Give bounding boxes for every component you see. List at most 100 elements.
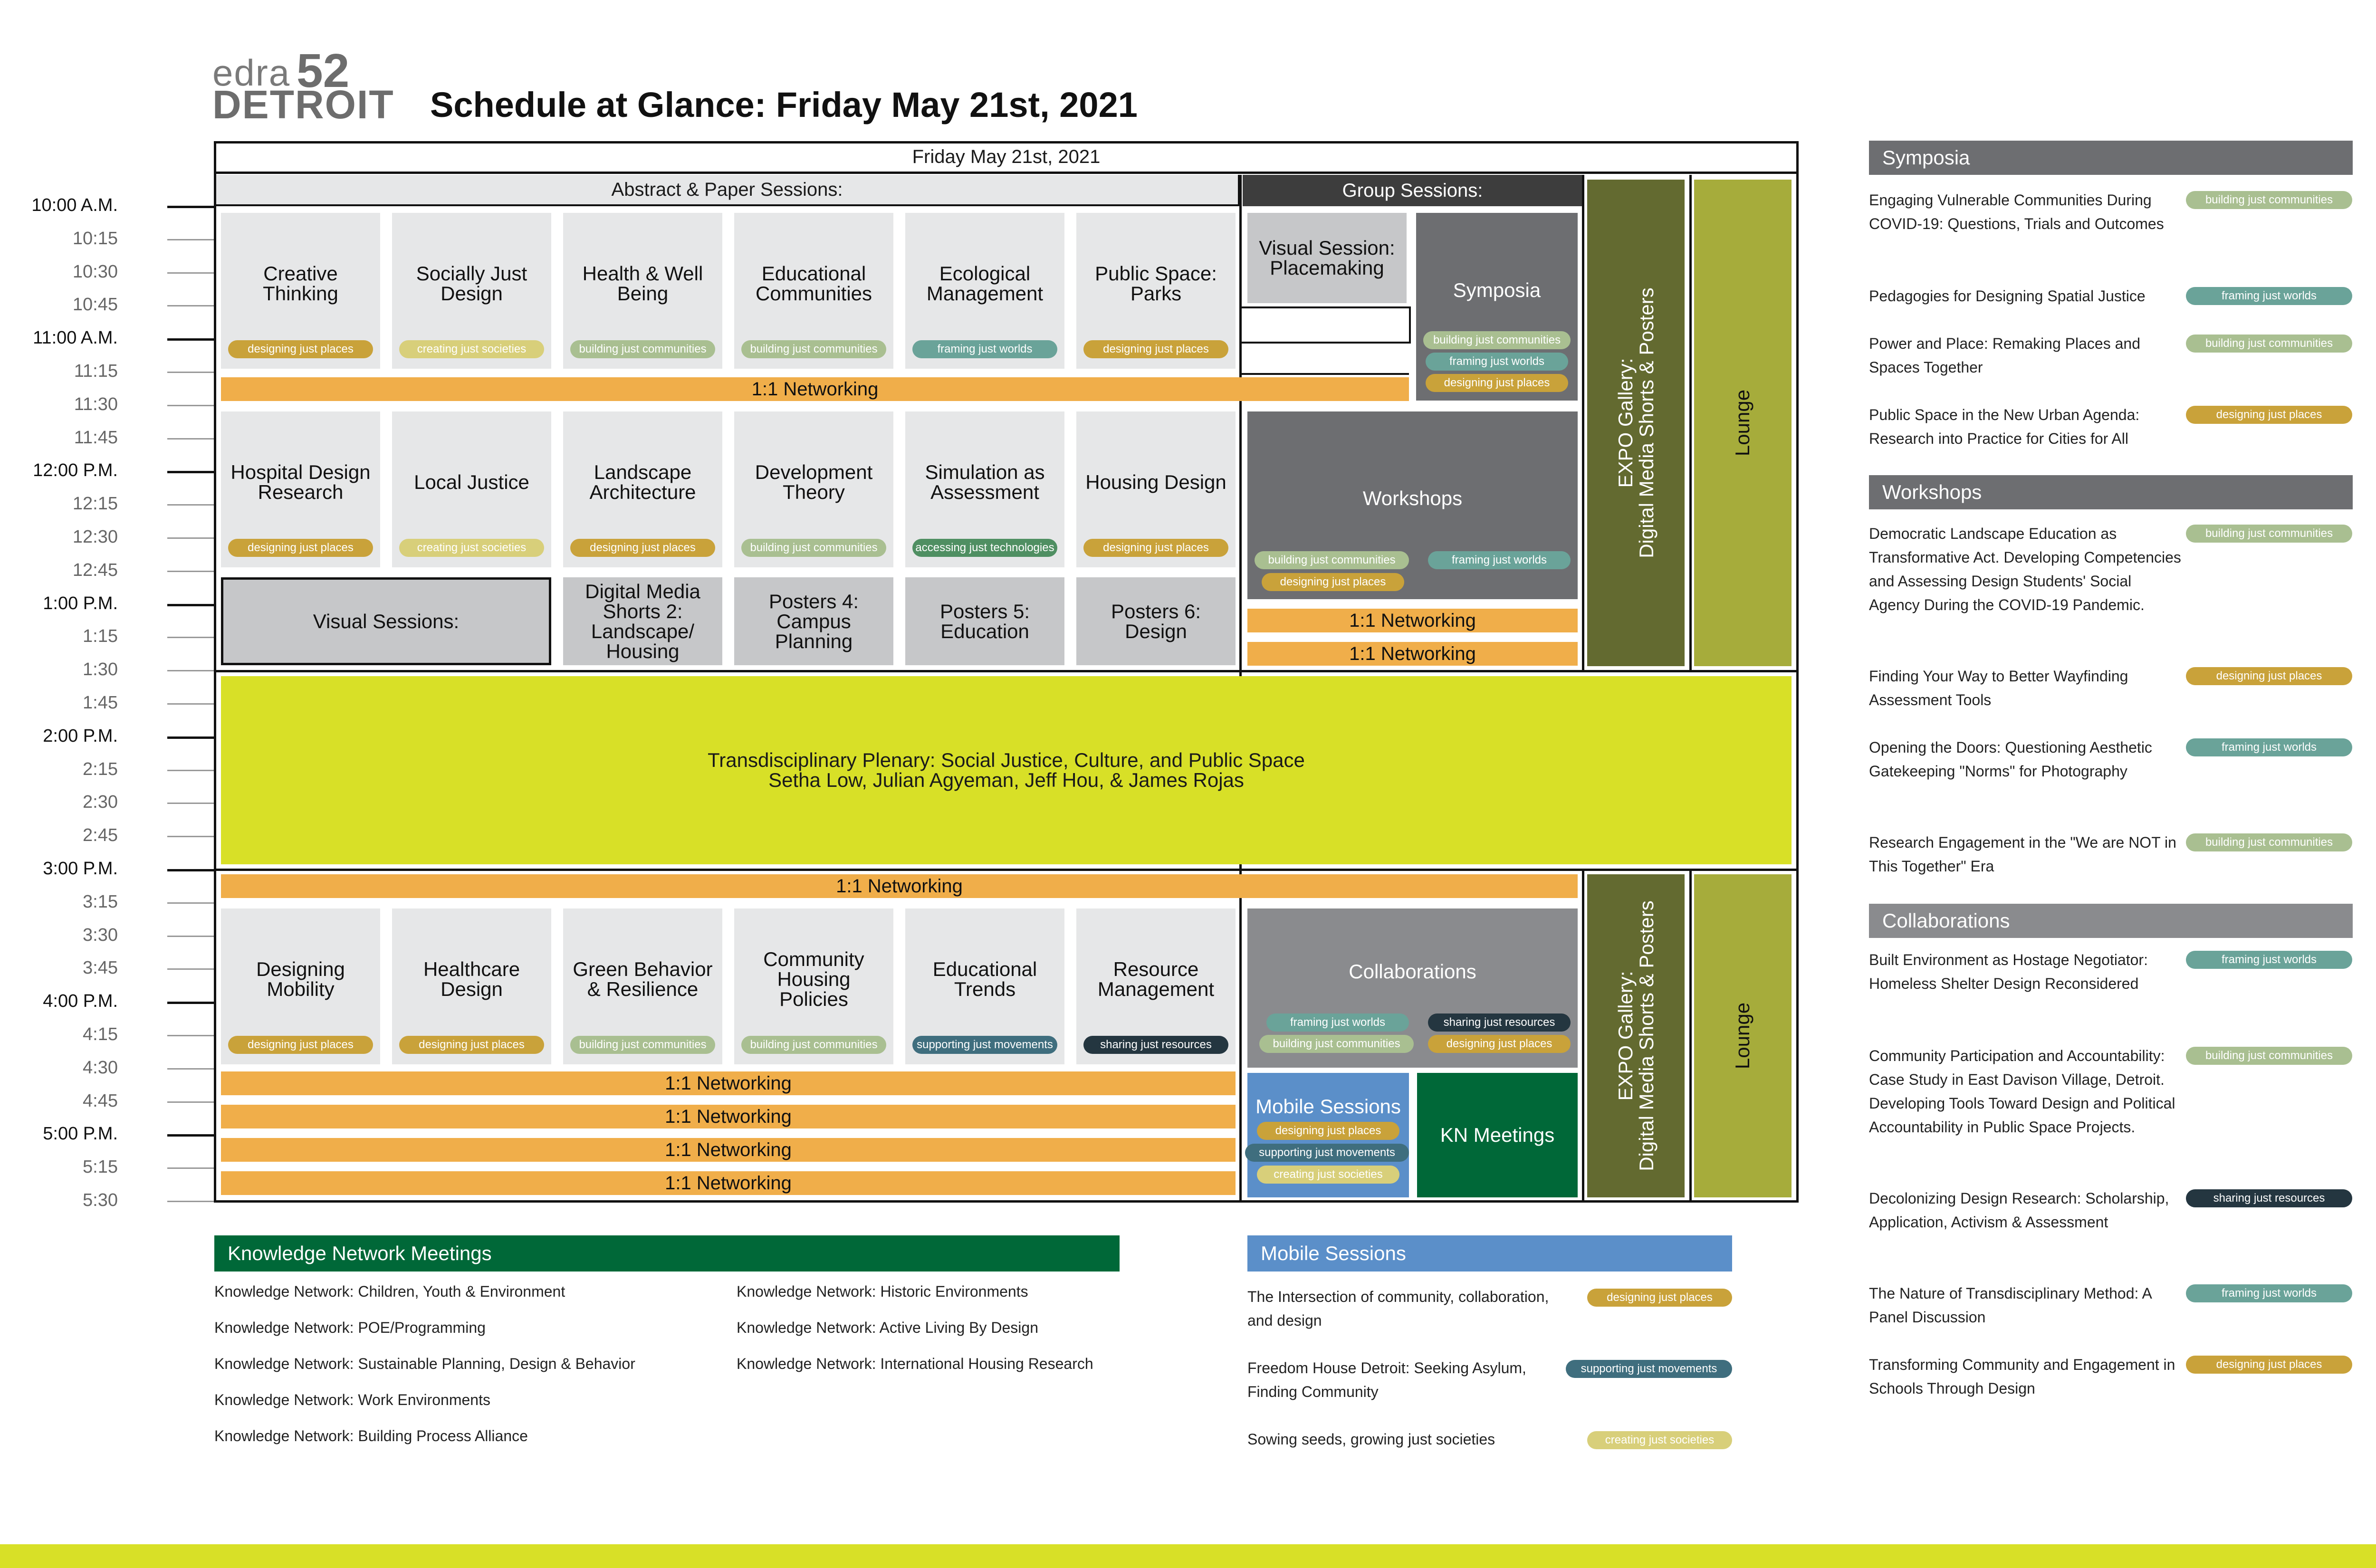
time-tick <box>167 1035 214 1036</box>
mobile-session-text[interactable]: The Intersection of community, collabora… <box>1247 1288 1549 1329</box>
sidebar-item-tag: building just communities <box>2186 335 2352 353</box>
time-label: 11:15 <box>74 361 118 381</box>
workshops-box[interactable]: Workshops <box>1247 411 1578 599</box>
expo-gallery[interactable]: EXPO Gallery:Digital Media Shorts & Post… <box>1587 180 1685 666</box>
networking-bar[interactable]: 1:1 Networking <box>221 874 1578 898</box>
networking-bar[interactable]: 1:1 Networking <box>221 1071 1236 1095</box>
time-label: 2:30 <box>83 792 118 813</box>
kn-meetings-box[interactable]: KN Meetings <box>1417 1073 1578 1197</box>
sidebar-item-text[interactable]: Opening the Doors: Questioning Aesthetic… <box>1869 739 2152 780</box>
time-label: 3:00 P.M. <box>43 859 118 879</box>
logo-number: 52 <box>297 44 350 97</box>
symposia-box[interactable]: Symposia <box>1416 213 1578 401</box>
collaborations-header: Collaborations <box>1869 904 2353 938</box>
networking-bar[interactable]: 1:1 Networking <box>1247 642 1578 666</box>
session-title: Local Justice <box>414 471 529 493</box>
kn-item[interactable]: Knowledge Network: International Housing… <box>737 1355 1093 1372</box>
poster-session[interactable]: Digital Media Shorts 2: Landscape/ Housi… <box>563 577 722 665</box>
kn-item[interactable]: Knowledge Network: Active Living By Desi… <box>737 1319 1038 1336</box>
sidebar-item-text[interactable]: Pedagogies for Designing Spatial Justice <box>1869 287 2146 305</box>
time-label: 11:00 A.M. <box>33 328 118 348</box>
time-label: 12:15 <box>72 494 118 514</box>
mobile-session-tag: designing just places <box>1587 1289 1732 1307</box>
workshops-header: Workshops <box>1869 475 2353 509</box>
sidebar-item-tag: building just communities <box>2186 191 2352 209</box>
session-tag: accessing just technologies <box>912 539 1057 557</box>
column-divider <box>1689 175 1692 671</box>
kn-item[interactable]: Knowledge Network: Children, Youth & Env… <box>214 1283 565 1300</box>
sidebar-item-text[interactable]: Research Engagement in the "We are NOT i… <box>1869 834 2176 875</box>
sidebar-item-text[interactable]: Built Environment as Hostage Negotiator:… <box>1869 951 2148 992</box>
sidebar-item-text[interactable]: Decolonizing Design Research: Scholarshi… <box>1869 1190 2169 1231</box>
sidebar-item-text[interactable]: Community Participation and Accountabili… <box>1869 1047 2175 1136</box>
sidebar-item-text[interactable]: Democratic Landscape Education as Transf… <box>1869 525 2181 613</box>
session-title: Healthcare Design <box>423 958 520 1000</box>
kn-item[interactable]: Knowledge Network: POE/Programming <box>214 1319 486 1336</box>
time-label: 5:00 P.M. <box>43 1124 118 1144</box>
poster-session[interactable]: Posters 4: Campus Planning <box>734 577 893 665</box>
group-sessions-header: Group Sessions: <box>1243 175 1582 206</box>
block-divider <box>216 869 1796 871</box>
networking-bar[interactable]: 1:1 Networking <box>221 1171 1236 1195</box>
poster-session[interactable]: Posters 5: Education <box>905 577 1064 665</box>
expo-gallery[interactable]: EXPO Gallery:Digital Media Shorts & Post… <box>1587 874 1685 1197</box>
session-title: Development Theory <box>755 461 873 503</box>
kn-item[interactable]: Knowledge Network: Work Environments <box>214 1391 490 1408</box>
session-tag: designing just places <box>1083 340 1228 358</box>
lounge[interactable]: Lounge <box>1694 180 1792 666</box>
networking-bar[interactable]: 1:1 Networking <box>221 377 1409 401</box>
session-title: Resource Management <box>1097 958 1215 1000</box>
time-label: 10:15 <box>72 228 118 249</box>
tag-building: building just communities <box>1423 331 1571 349</box>
time-label: 11:45 <box>74 427 118 448</box>
mobile-session-text[interactable]: Sowing seeds, growing just societies <box>1247 1431 1495 1448</box>
time-tick <box>167 736 214 739</box>
plenary-session[interactable]: Transdisciplinary Plenary: Social Justic… <box>221 676 1792 864</box>
column-divider <box>1689 870 1692 1202</box>
lounge[interactable]: Lounge <box>1694 874 1792 1197</box>
time-label: 11:30 <box>74 394 118 414</box>
networking-bar[interactable]: 1:1 Networking <box>1247 609 1578 632</box>
visual-sessions[interactable]: Visual Sessions: <box>221 577 551 665</box>
session-title: Digital Media Shorts 2: Landscape/ Housi… <box>585 580 700 662</box>
session-title: Designing Mobility <box>256 958 345 1000</box>
visual-session-placemaking[interactable]: Visual Session: Placemaking <box>1247 213 1407 303</box>
mobile-title: Mobile Sessions <box>1255 1095 1401 1118</box>
mobile-session-text[interactable]: Freedom House Detroit: Seeking Asylum, F… <box>1247 1359 1526 1400</box>
session-tag: creating just societies <box>399 340 544 358</box>
sidebar-item-text[interactable]: Finding Your Way to Better Wayfinding As… <box>1869 668 2128 708</box>
time-tick <box>167 803 214 804</box>
networking-bar[interactable]: 1:1 Networking <box>221 1105 1236 1128</box>
tag-framing: framing just worlds <box>1266 1013 1409 1032</box>
time-tick <box>167 438 214 440</box>
lounge-label: Lounge <box>1731 1002 1754 1070</box>
kn-item[interactable]: Knowledge Network: Building Process Alli… <box>214 1427 528 1444</box>
empty-slot <box>1240 340 1409 375</box>
sidebar-item-text[interactable]: Transforming Community and Engagement in… <box>1869 1356 2175 1397</box>
column-divider <box>1582 175 1584 671</box>
symposia-header: Symposia <box>1869 141 2353 175</box>
kn-item[interactable]: Knowledge Network: Sustainable Planning,… <box>214 1355 635 1372</box>
sidebar-item-text[interactable]: Power and Place: Remaking Places and Spa… <box>1869 335 2140 376</box>
time-tick <box>167 1167 214 1169</box>
expo-label: EXPO Gallery:Digital Media Shorts & Post… <box>1614 287 1657 558</box>
session-tag: designing just places <box>1083 539 1228 557</box>
time-tick <box>167 935 214 937</box>
time-tick <box>167 603 214 606</box>
time-tick <box>167 836 214 838</box>
expo-label: EXPO Gallery:Digital Media Shorts & Post… <box>1614 900 1657 1171</box>
sidebar-item-tag: building just communities <box>2186 525 2352 543</box>
time-tick <box>167 372 214 373</box>
session-title: Posters 4: Campus Planning <box>768 590 859 652</box>
kn-item[interactable]: Knowledge Network: Historic Environments <box>737 1283 1028 1300</box>
sidebar-item-text[interactable]: Engaging Vulnerable Communities During C… <box>1869 191 2164 232</box>
networking-bar[interactable]: 1:1 Networking <box>221 1138 1236 1162</box>
poster-session[interactable]: Posters 6: Design <box>1076 577 1236 665</box>
time-tick <box>167 570 214 572</box>
session-title: Visual Sessions: <box>313 610 460 632</box>
session-box[interactable]: Ecological Management <box>905 213 1064 369</box>
page-title: Schedule at Glance: Friday May 21st, 202… <box>430 85 1138 124</box>
sidebar-item-text[interactable]: Public Space in the New Urban Agenda: Re… <box>1869 406 2140 447</box>
time-tick <box>167 769 214 771</box>
sidebar-item-text[interactable]: The Nature of Transdisciplinary Method: … <box>1869 1285 2152 1326</box>
